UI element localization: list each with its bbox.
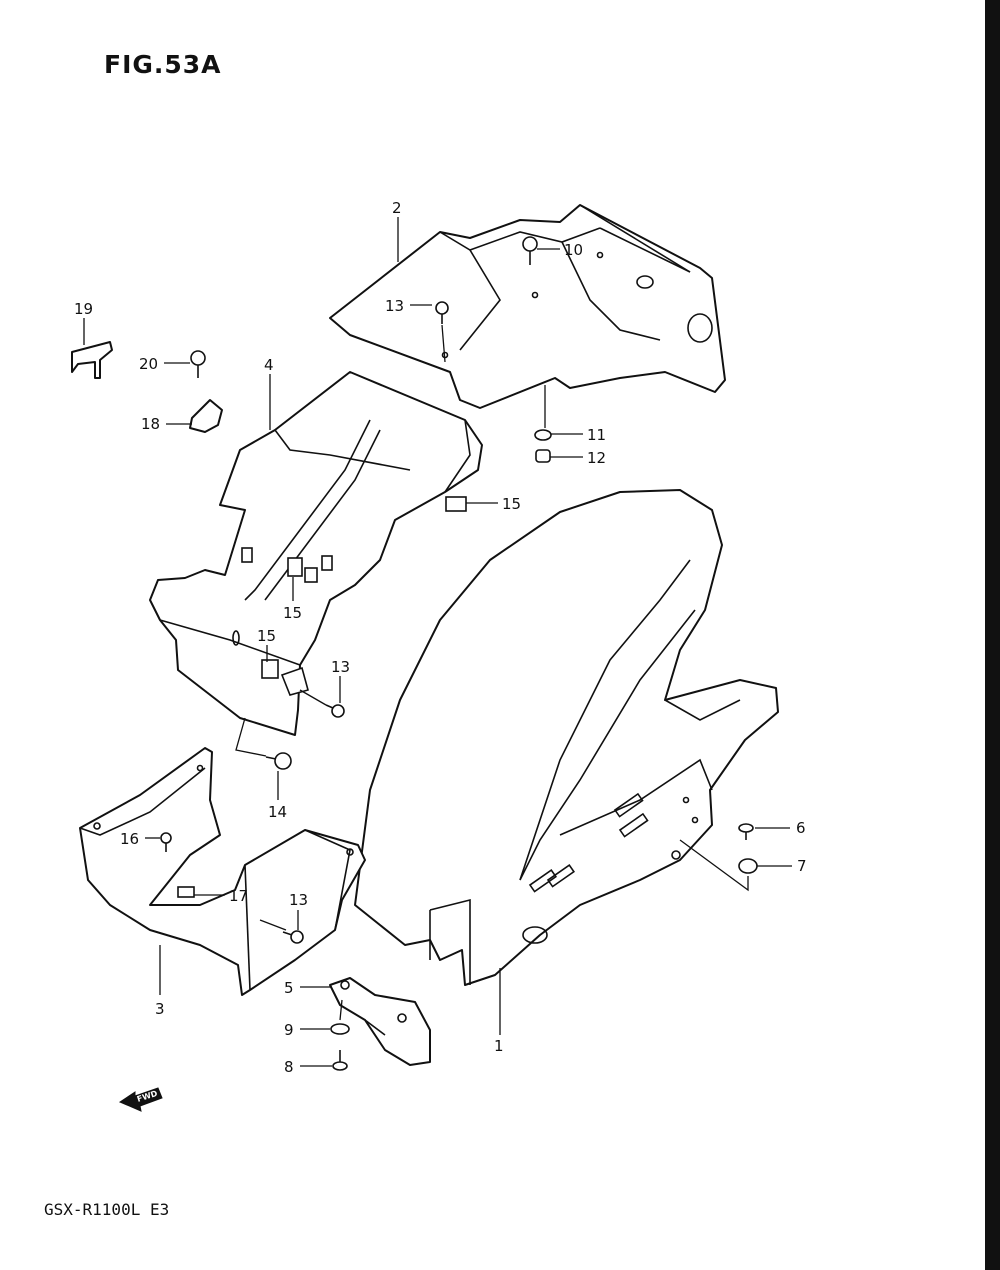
callout-12: 12 bbox=[587, 449, 606, 467]
callout-13-lower: 13 bbox=[289, 891, 308, 909]
callout-16: 16 bbox=[120, 830, 139, 848]
callout-2: 2 bbox=[392, 199, 402, 217]
hardware bbox=[160, 236, 758, 1071]
figure-title: FIG.53A bbox=[104, 50, 222, 79]
part-19-clip bbox=[71, 341, 113, 379]
callout-numbers: 2 10 13 19 20 4 18 11 12 15 15 15 13 14 … bbox=[74, 199, 807, 1076]
callout-4: 4 bbox=[264, 356, 274, 374]
callout-15-mid: 15 bbox=[283, 604, 302, 622]
bolt-20 bbox=[190, 350, 206, 378]
clip-15-upper bbox=[445, 496, 467, 512]
bracket-small bbox=[280, 666, 309, 696]
model-code: GSX-R1100L E3 bbox=[44, 1200, 170, 1219]
part-3-lower-fender-plate bbox=[79, 747, 366, 996]
callout-19: 19 bbox=[74, 300, 93, 318]
bolt-13-mid bbox=[325, 704, 345, 718]
part-2-rear-fender-upper bbox=[329, 204, 726, 409]
callout-5: 5 bbox=[284, 979, 294, 997]
callout-7: 7 bbox=[797, 857, 807, 875]
callout-13-upper: 13 bbox=[385, 297, 404, 315]
callout-20: 20 bbox=[139, 355, 158, 373]
fwd-arrow-icon: FWD bbox=[118, 1087, 163, 1112]
part-5-bracket bbox=[329, 977, 431, 1066]
page-edge-bar bbox=[985, 0, 1000, 1270]
clip-15-lower bbox=[261, 659, 279, 679]
callout-11: 11 bbox=[587, 426, 606, 444]
callout-6: 6 bbox=[796, 819, 806, 837]
callout-15-lower: 15 bbox=[257, 627, 276, 645]
callout-13-mid: 13 bbox=[331, 658, 350, 676]
nut-11 bbox=[534, 429, 552, 441]
callout-1: 1 bbox=[494, 1037, 504, 1055]
clip-17 bbox=[177, 886, 195, 898]
bolt-13-lower bbox=[282, 930, 304, 944]
bolt-13-upper bbox=[435, 301, 449, 324]
callout-15-upper: 15 bbox=[502, 495, 521, 513]
part-18-clamp bbox=[189, 399, 223, 433]
bolt-8 bbox=[332, 1050, 348, 1071]
nut-12 bbox=[535, 449, 551, 463]
clip-15-mid bbox=[287, 557, 303, 577]
callout-18: 18 bbox=[141, 415, 160, 433]
callout-10: 10 bbox=[564, 241, 583, 259]
washer-9 bbox=[330, 1023, 350, 1035]
part-1-rear-fender bbox=[354, 489, 779, 986]
callout-8: 8 bbox=[284, 1058, 294, 1076]
bolt-14 bbox=[265, 752, 292, 770]
callout-9: 9 bbox=[284, 1021, 294, 1039]
washer-7 bbox=[738, 858, 758, 874]
callout-14: 14 bbox=[268, 803, 287, 821]
callout-3: 3 bbox=[155, 1000, 165, 1018]
leader-lines bbox=[83, 217, 792, 1067]
bolt-10 bbox=[522, 236, 538, 265]
bolt-6 bbox=[738, 823, 754, 840]
bolt-16 bbox=[160, 832, 172, 852]
callout-17: 17 bbox=[229, 887, 248, 905]
